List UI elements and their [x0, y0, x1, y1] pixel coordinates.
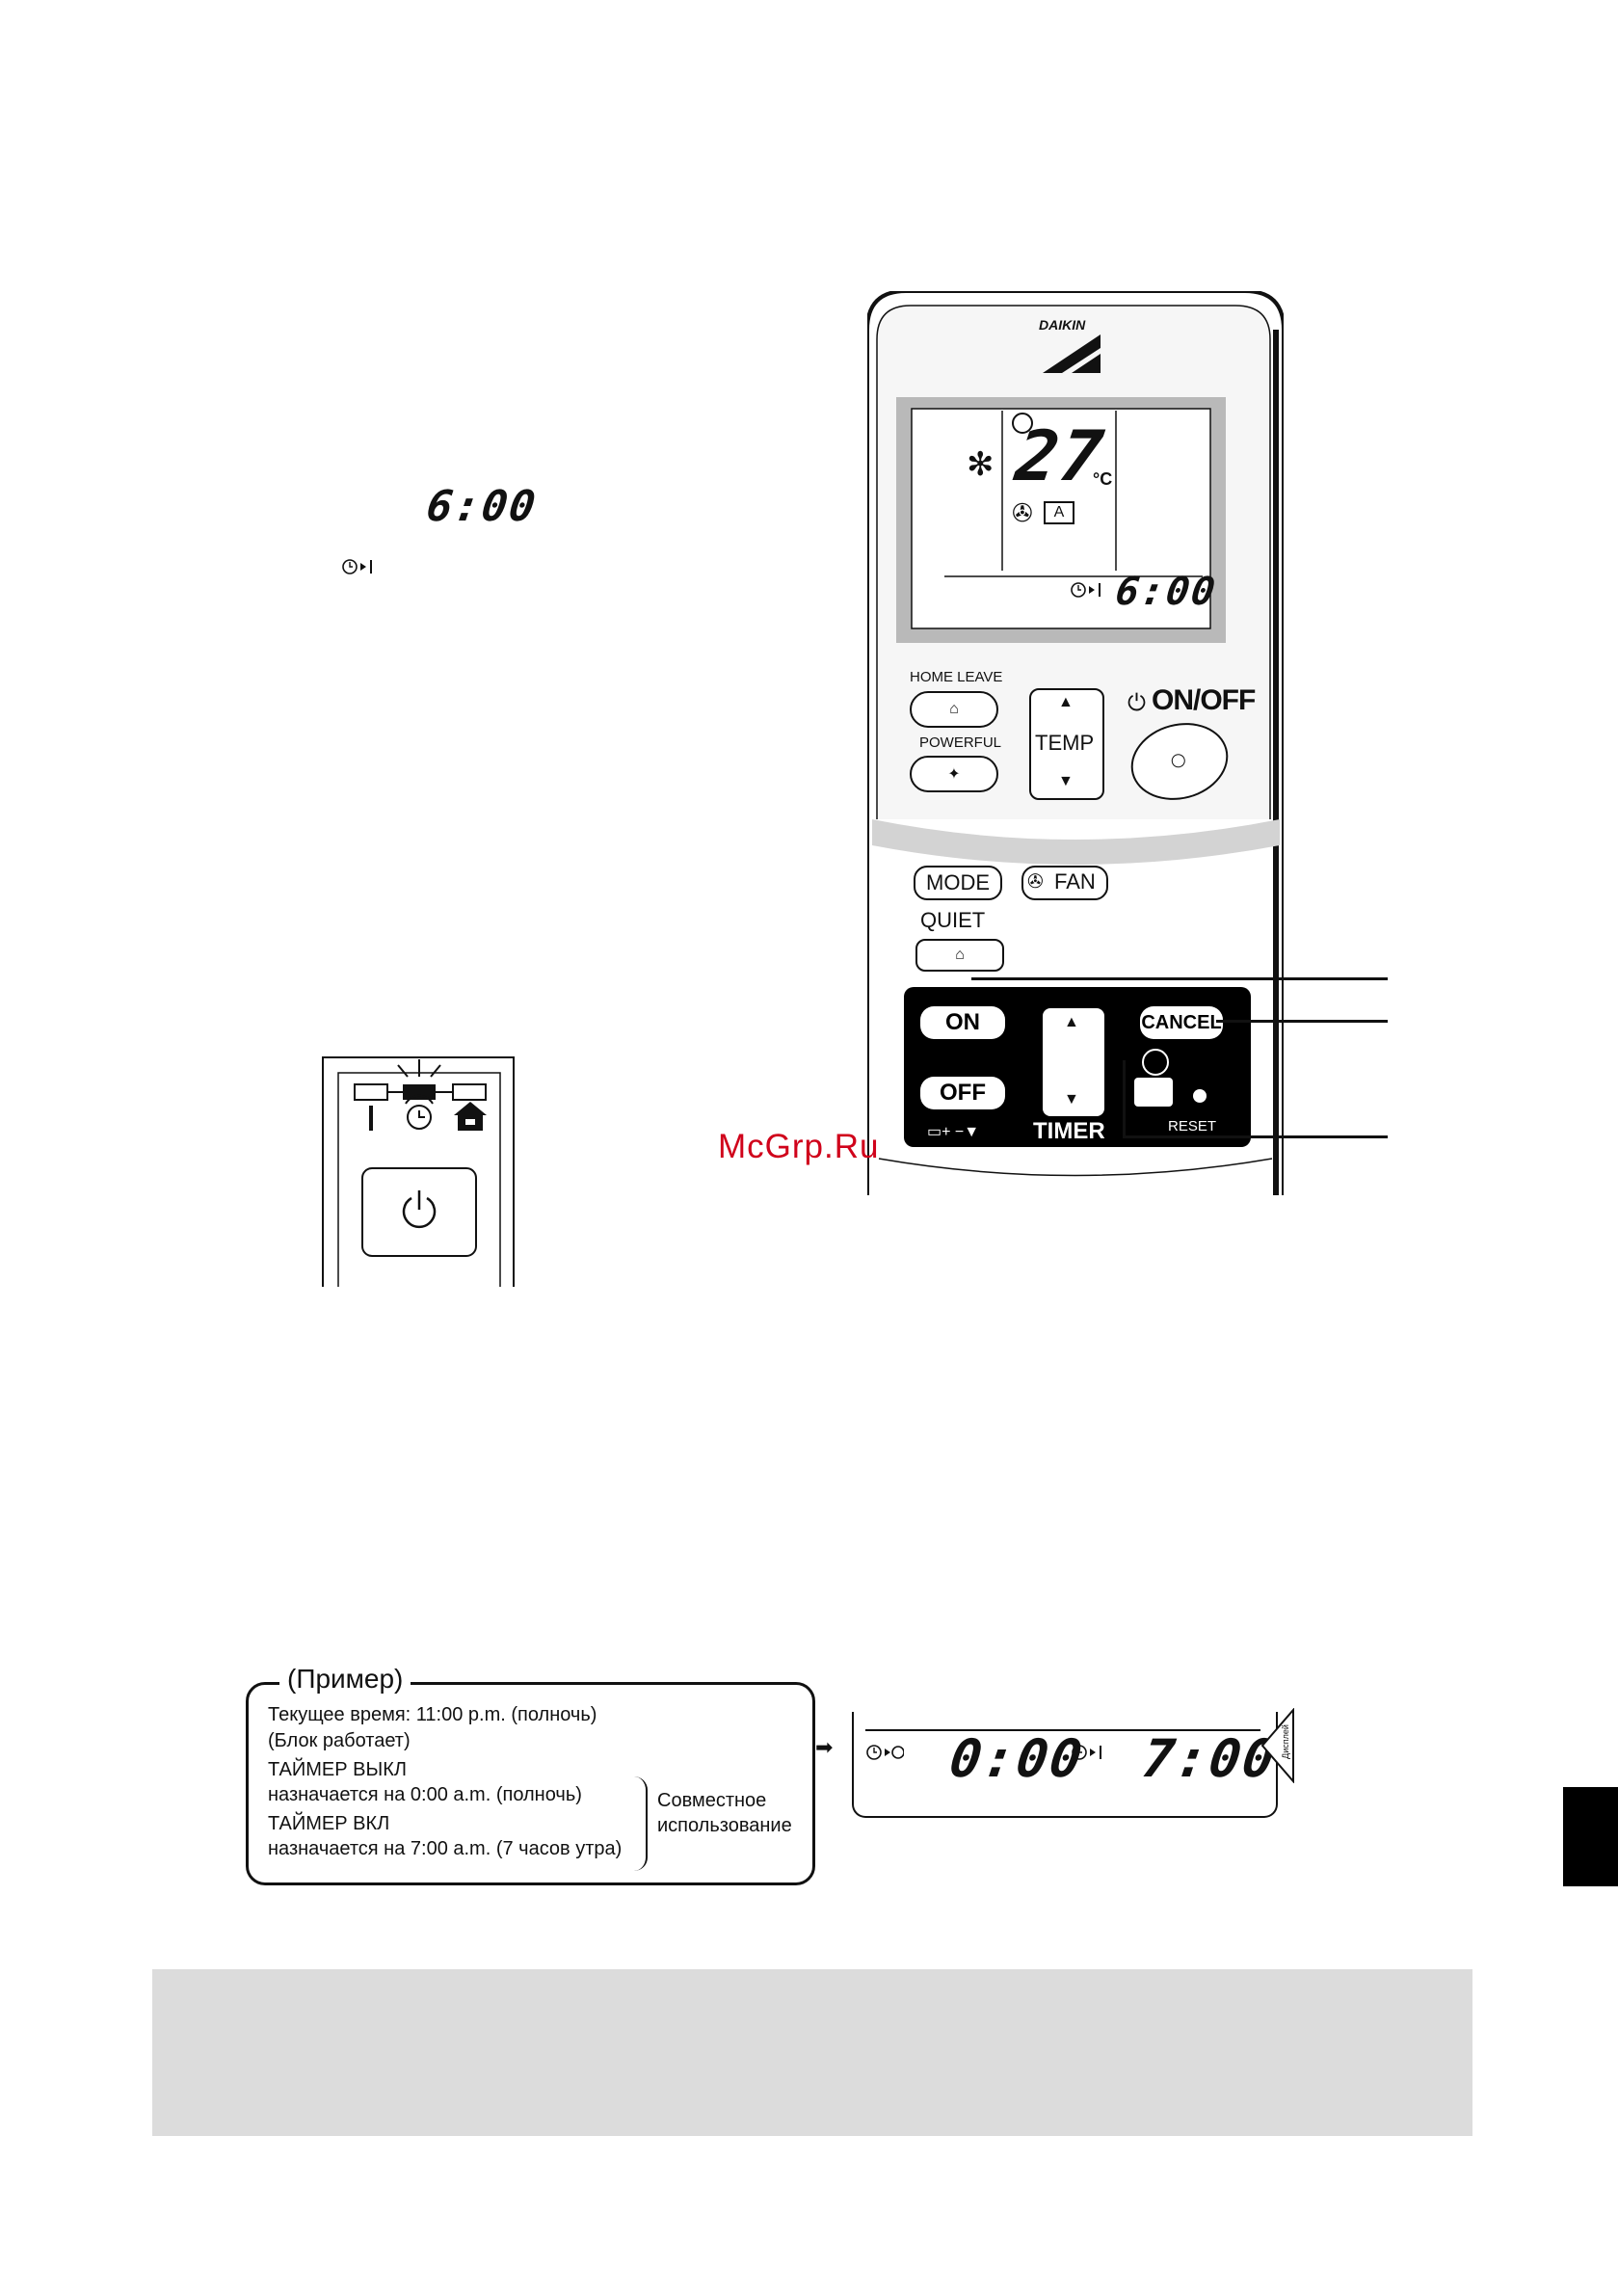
callout-line-timer — [1123, 1135, 1388, 1138]
example-off-time: 0:00 — [945, 1728, 1088, 1789]
clock-icon — [1142, 1049, 1169, 1076]
quiet-label: QUIET — [920, 908, 986, 932]
timer-rocker[interactable]: ▲ ▼ — [1043, 1008, 1104, 1116]
home-leave-button[interactable]: ⌂ — [910, 691, 998, 728]
on-off-label: ON/OFF — [1152, 684, 1256, 716]
quiet-button[interactable]: ⌂ — [915, 939, 1004, 972]
temp-label: TEMP — [1035, 731, 1095, 755]
joint-use-label: использование — [657, 1815, 792, 1836]
timer-cancel-button[interactable]: CANCEL — [1140, 1006, 1223, 1039]
reset-label: RESET — [1168, 1118, 1217, 1135]
joint-use-label: Совместное — [657, 1790, 767, 1811]
example-line: ТАЙМЕР ВЫКЛ — [268, 1759, 407, 1780]
note-band — [152, 1969, 1472, 2136]
lcd-timer-on-icon — [1070, 580, 1108, 600]
timer-off-button[interactable]: OFF — [920, 1077, 1005, 1109]
fan-icon: ✇ — [1012, 498, 1033, 527]
display-pointer: Дисплей — [1260, 1707, 1295, 1784]
display-side-label: Дисплей — [1280, 1724, 1290, 1759]
callout-line-cancel — [1216, 1020, 1388, 1023]
example-display: 0:00 7:00 — [852, 1712, 1281, 1818]
temp-up-icon[interactable]: ▲ — [1058, 694, 1074, 710]
temp-rocker[interactable]: ▲ TEMP ▼ — [1029, 688, 1104, 800]
example-line: ТАЙМЕР ВКЛ — [268, 1813, 390, 1834]
powerful-button[interactable]: ✦ — [910, 756, 998, 792]
timer-up-icon[interactable]: ▲ — [1064, 1014, 1079, 1030]
timer-off-icon — [865, 1743, 905, 1762]
timer-on-button[interactable]: ON — [920, 1006, 1005, 1039]
clock-button[interactable] — [1134, 1078, 1173, 1107]
example-line: (Блок работает) — [268, 1730, 411, 1751]
daikin-logo: DAIKIN — [1033, 317, 1110, 375]
example-line: назначается на 7:00 a.m. (7 часов утра) — [268, 1838, 623, 1859]
temp-down-icon[interactable]: ▼ — [1058, 773, 1074, 789]
lcd-temp-unit: °C — [1093, 469, 1113, 489]
powerful-label: POWERFUL — [919, 734, 1002, 751]
timer-display-fragment: 6:00 — [423, 482, 541, 531]
timer-down-icon[interactable]: ▼ — [1064, 1091, 1079, 1108]
remote-controller: DAIKIN ✻ 27 °C ✇ A 6:00 HOME LEAVE ⌂ POW… — [867, 291, 1284, 1195]
snowflake-cool-icon: ✻ — [967, 446, 995, 483]
fan-button-label: FAN — [1054, 869, 1096, 894]
indoor-unit-panel — [321, 1055, 517, 1287]
lcd-timer-time: 6:00 — [1112, 570, 1220, 614]
timer-label: TIMER — [1033, 1118, 1105, 1144]
example-title: (Пример) — [279, 1664, 411, 1695]
auto-fan-icon: A — [1044, 501, 1074, 524]
example-line: назначается на 0:00 a.m. (полночь) — [268, 1784, 582, 1805]
page-section-tab — [1563, 1787, 1618, 1886]
callout-line-on — [971, 977, 1388, 980]
callout-vert-timer — [1123, 1060, 1126, 1137]
arrow-right-icon: ➡ — [815, 1735, 834, 1759]
example-box: (Пример) Текущее время: 11:00 p.m. (полн… — [246, 1664, 815, 1885]
power-icon: ⏻ — [1127, 690, 1146, 716]
example-on-time: 7:00 — [1138, 1728, 1281, 1789]
watermark: McGrp.Ru — [718, 1128, 880, 1165]
timer-on-icon — [341, 557, 380, 576]
reset-hole-icon[interactable] — [1193, 1089, 1207, 1103]
home-leave-label: HOME LEAVE — [910, 669, 1003, 685]
mode-button[interactable]: MODE — [914, 866, 1002, 900]
sensor-icon — [1012, 413, 1033, 434]
fan-button-icon: ✇ — [1027, 871, 1044, 893]
example-line: Текущее время: 11:00 p.m. (полночь) — [268, 1704, 597, 1725]
example-brace — [632, 1776, 648, 1871]
battery-icon: ▭+ −▼ — [927, 1124, 980, 1140]
timer-on-icon — [1071, 1743, 1109, 1762]
fan-button[interactable]: ✇ FAN — [1021, 866, 1108, 900]
